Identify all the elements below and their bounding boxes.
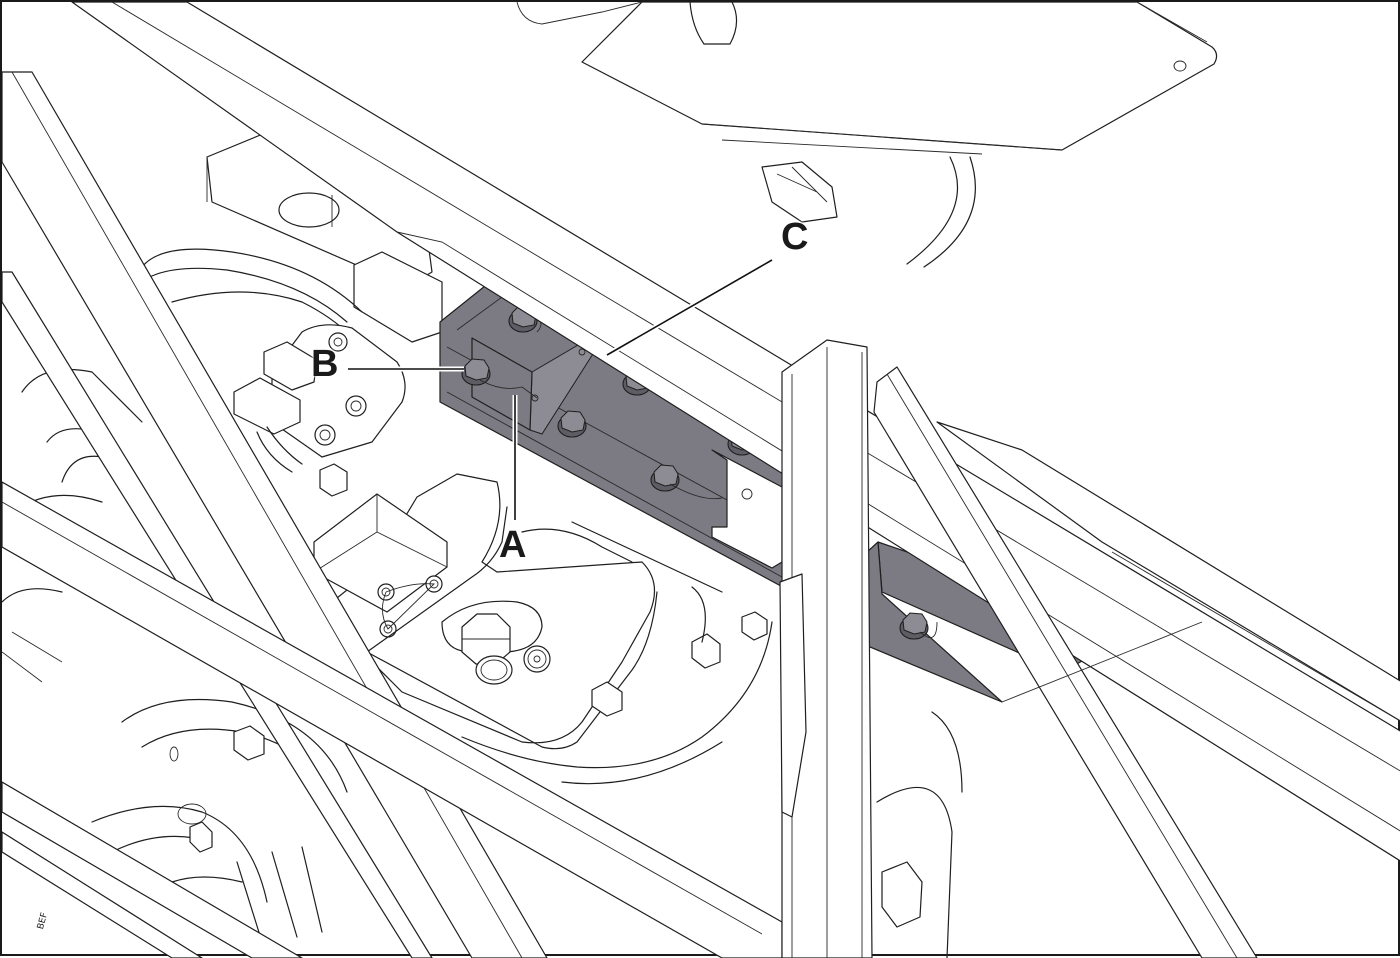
leader-lines [348, 257, 774, 520]
callout-b: B [311, 343, 339, 385]
callout-c: C [781, 216, 809, 258]
callout-a: A [499, 524, 527, 566]
cover-plate [313, 473, 773, 785]
background-structure [21, 2, 1218, 527]
